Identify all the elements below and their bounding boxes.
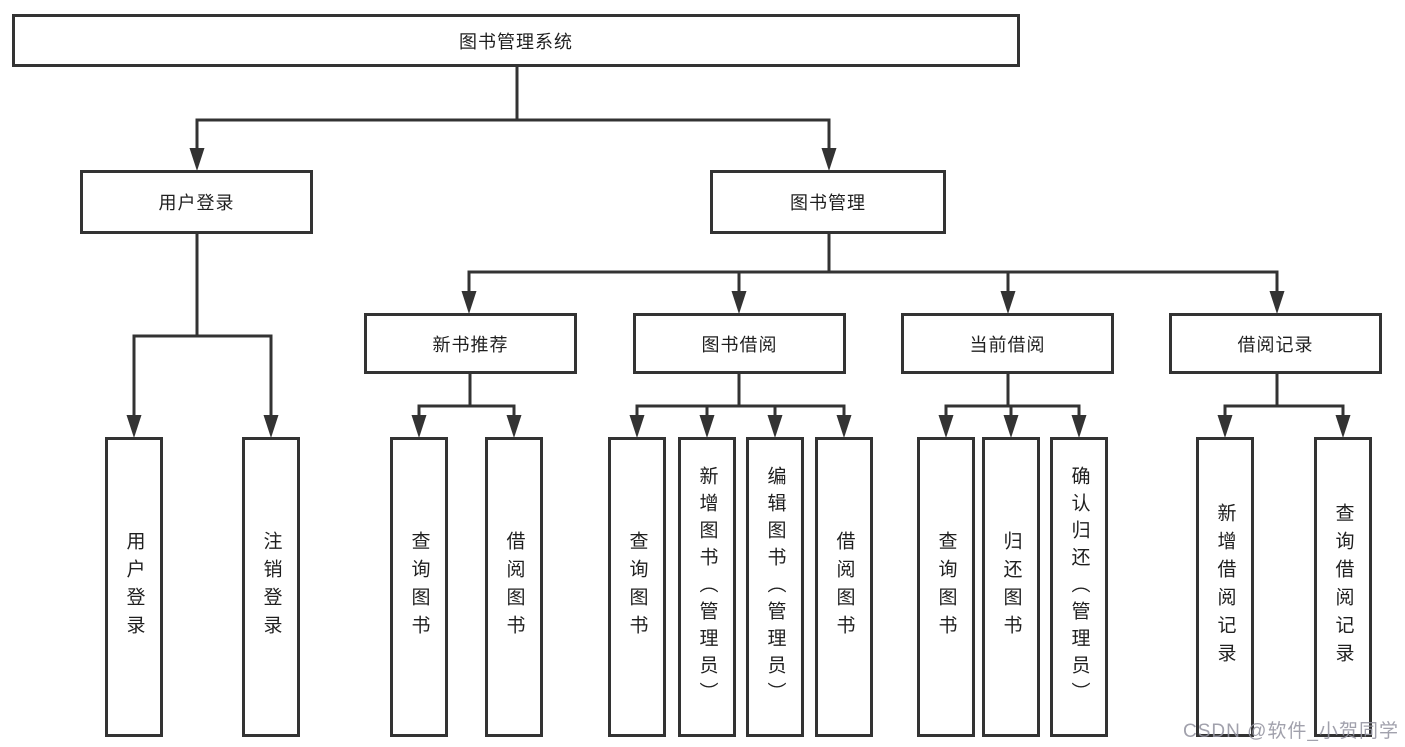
leaf-query-books-recommend: 查询图书: [390, 437, 448, 737]
node-current-borrow: 当前借阅: [901, 313, 1114, 374]
leaf-query-borrow-record: 查询借阅记录: [1314, 437, 1372, 737]
leaf-edit-books-admin: 编辑图书（管理员）: [746, 437, 804, 737]
leaf-borrow-books-recommend: 借阅图书: [485, 437, 543, 737]
csdn-watermark: CSDN @软件_小贺同学: [1183, 721, 1399, 742]
node-label: 图书借阅: [701, 334, 778, 355]
node-label: 当前借阅: [969, 334, 1046, 355]
node-borrow-records: 借阅记录: [1169, 313, 1382, 374]
leaf-user-login: 用户登录: [105, 437, 163, 737]
leaf-query-books-current: 查询图书: [917, 437, 975, 737]
leaf-logout-login: 注销登录: [242, 437, 300, 737]
node-label: 图书管理系统: [459, 31, 573, 52]
node-user-login: 用户登录: [80, 170, 313, 234]
node-book-management: 图书管理: [710, 170, 946, 234]
leaf-confirm-return-admin: 确认归还（管理员）: [1050, 437, 1108, 737]
node-new-book-recommend: 新书推荐: [364, 313, 577, 374]
leaf-add-borrow-record: 新增借阅记录: [1196, 437, 1254, 737]
arrowheads: [126, 148, 1351, 438]
node-label: 借阅记录: [1237, 334, 1314, 355]
node-label: 新书推荐: [432, 334, 509, 355]
node-library-management-system: 图书管理系统: [12, 14, 1020, 67]
node-label: 用户登录: [158, 193, 235, 213]
leaf-borrow-books: 借阅图书: [815, 437, 873, 737]
leaf-query-books-borrow: 查询图书: [608, 437, 666, 737]
node-book-borrow: 图书借阅: [633, 313, 846, 374]
leaf-return-books: 归还图书: [982, 437, 1040, 737]
node-label: 图书管理: [790, 193, 866, 213]
leaf-add-books-admin: 新增图书（管理员）: [678, 437, 736, 737]
